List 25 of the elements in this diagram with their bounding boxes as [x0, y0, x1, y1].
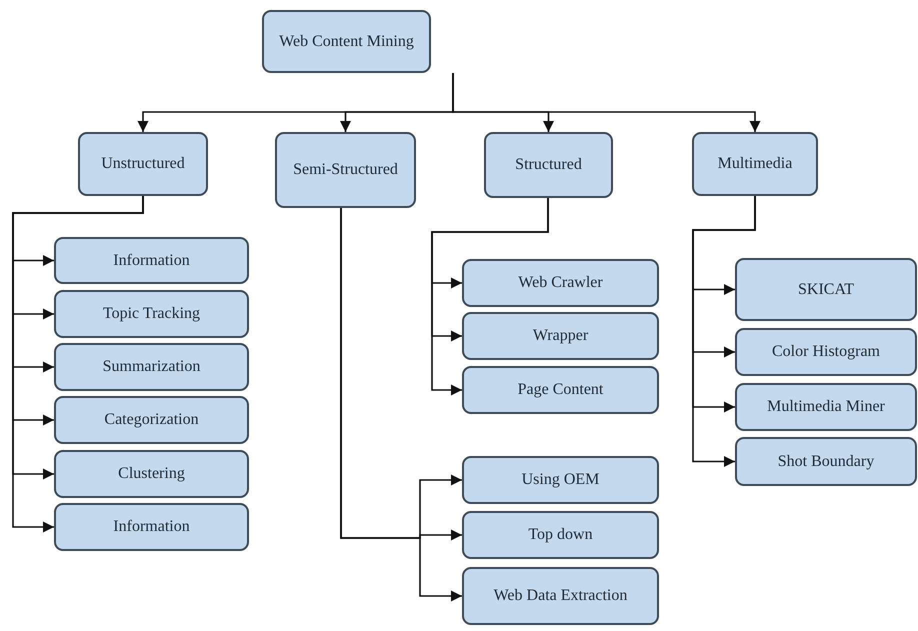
connector-arrow — [452, 73, 760, 132]
category-box: Structured — [484, 132, 613, 198]
category-box: Semi-Structured — [275, 132, 416, 208]
connector-arrow — [692, 196, 756, 467]
connector-arrow — [340, 208, 462, 602]
category-box: Page Content — [462, 366, 659, 414]
category-box: Unstructured — [78, 132, 208, 196]
category-box: Using OEM — [462, 456, 659, 504]
category-box: Clustering — [54, 450, 249, 498]
category-box: Categorization — [54, 396, 249, 444]
category-box: Web Content Mining — [262, 10, 431, 73]
category-box: Shot Boundary — [735, 437, 917, 486]
connector-arrow — [431, 198, 549, 396]
category-box: Multimedia Miner — [735, 383, 917, 431]
category-box: Web Data Extraction — [462, 567, 659, 625]
category-box: Summarization — [54, 343, 249, 391]
category-box: Top down — [462, 511, 659, 559]
category-box: Multimedia — [692, 132, 818, 196]
category-box: Topic Tracking — [54, 290, 249, 338]
category-box: Web Crawler — [462, 259, 659, 307]
category-box: Information — [54, 237, 249, 284]
category-box: SKICAT — [735, 258, 917, 321]
category-box: Wrapper — [462, 312, 659, 360]
category-box: Color Histogram — [735, 328, 917, 376]
category-box: Information — [54, 503, 249, 551]
